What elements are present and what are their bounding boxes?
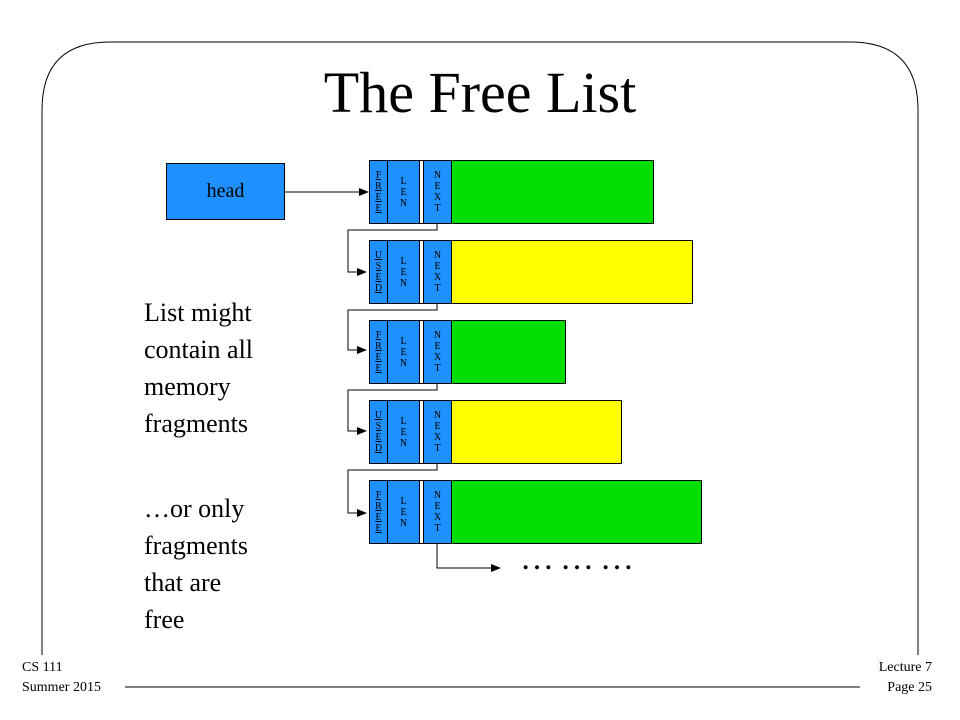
- side-line-4: fragments: [144, 409, 248, 438]
- side-line-6: fragments: [144, 531, 248, 560]
- side-line-7: that are: [144, 568, 222, 597]
- footer-page: Page 25: [887, 680, 932, 695]
- block-data-area: [452, 481, 701, 543]
- next-pointer-1: [347, 224, 438, 276]
- footer-lecture: Lecture 7: [878, 660, 932, 675]
- block-data-area: [452, 321, 565, 383]
- block-data-area: [452, 241, 692, 303]
- side-line-3: memory: [144, 372, 231, 401]
- footer-right: Lecture 7 Page 25: [879, 658, 932, 698]
- next-pointer-4: [347, 464, 438, 517]
- block-gap: [420, 321, 424, 383]
- footer-term: Summer 2015: [22, 680, 101, 695]
- block-gap: [420, 401, 424, 463]
- side-note-free: …or only fragments that are free: [144, 490, 248, 638]
- head-pointer-box: head: [166, 163, 285, 220]
- head-label: head: [206, 180, 245, 202]
- block-gap: [420, 481, 424, 543]
- slide-title: The Free List: [323, 60, 637, 125]
- footer-left: CS 111 Summer 2015: [22, 658, 101, 698]
- block-data-area: [452, 401, 621, 463]
- side-line-5: …or only: [144, 494, 245, 523]
- side-line-1: List might: [144, 298, 252, 327]
- next-pointer-5: [436, 544, 501, 572]
- next-pointer-3: [347, 384, 438, 435]
- footer-course: CS 111: [22, 660, 63, 675]
- block-data-area: [452, 161, 653, 223]
- block-gap: [420, 241, 424, 303]
- side-note-all: List might contain all memory fragments: [144, 294, 253, 442]
- block-gap: [420, 161, 424, 223]
- ellipsis: ………: [520, 540, 640, 577]
- slide-border: [41, 41, 919, 655]
- side-line-2: contain all: [144, 335, 254, 364]
- side-line-8: free: [144, 605, 185, 634]
- next-pointer-2: [347, 304, 438, 354]
